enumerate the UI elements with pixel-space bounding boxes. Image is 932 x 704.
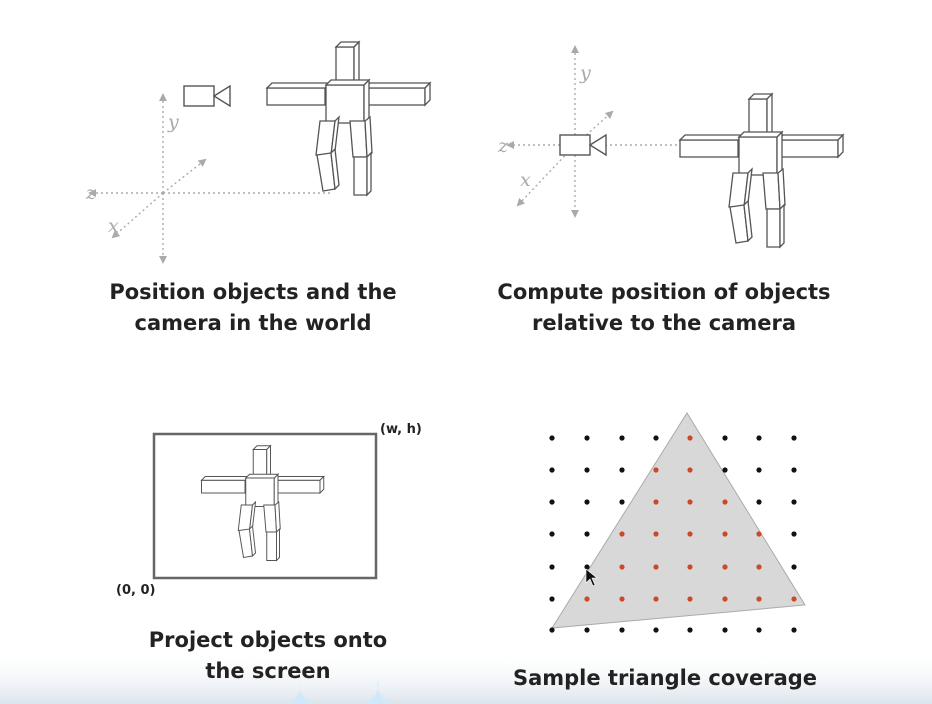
sample-point bbox=[549, 499, 555, 505]
sample-grid bbox=[549, 435, 797, 633]
screen-bottom-left-label: (0, 0) bbox=[116, 583, 156, 598]
coverage-triangle bbox=[551, 412, 806, 629]
world-caption-line1: Position objects and the bbox=[109, 280, 397, 304]
camera-robot-figure bbox=[679, 93, 844, 248]
sample-caption: Sample triangle coverage bbox=[495, 663, 835, 694]
camera-x-axis-label: x bbox=[520, 169, 531, 191]
sample-point-covered bbox=[653, 499, 659, 505]
camera-y-axis-label: y bbox=[579, 62, 591, 84]
project-caption-line2: the screen bbox=[205, 659, 331, 683]
sample-point bbox=[549, 531, 555, 537]
sample-point bbox=[549, 596, 555, 602]
camera-axes bbox=[506, 45, 685, 218]
sample-point-covered bbox=[722, 531, 728, 537]
sample-point-covered bbox=[791, 596, 797, 602]
sample-point bbox=[687, 627, 693, 633]
screen-top-right-label: (w, h) bbox=[380, 422, 422, 437]
sample-point bbox=[619, 499, 625, 505]
sample-point bbox=[584, 564, 590, 570]
sample-point-covered bbox=[584, 596, 590, 602]
sample-point-covered bbox=[756, 596, 762, 602]
world-axes bbox=[88, 93, 330, 264]
sample-point-covered bbox=[687, 499, 693, 505]
sample-point bbox=[653, 627, 659, 633]
sample-point bbox=[791, 435, 797, 441]
sample-point bbox=[619, 627, 625, 633]
sample-point-covered bbox=[619, 531, 625, 537]
camera-z-axis-label: z bbox=[497, 135, 509, 157]
sample-point bbox=[791, 564, 797, 570]
sample-point-covered bbox=[687, 564, 693, 570]
sample-point-covered bbox=[756, 531, 762, 537]
world-z-axis-label: z bbox=[85, 182, 97, 204]
world-x-axis-label: x bbox=[108, 215, 119, 237]
world-camera-icon bbox=[183, 85, 231, 107]
sample-point bbox=[722, 467, 728, 473]
sample-point-covered bbox=[756, 564, 762, 570]
sample-point bbox=[549, 435, 555, 441]
world-y-axis-label: y bbox=[167, 111, 179, 133]
sample-point bbox=[722, 435, 728, 441]
sample-point bbox=[791, 531, 797, 537]
sample-point bbox=[791, 467, 797, 473]
sample-point bbox=[653, 435, 659, 441]
camera-caption-line2: relative to the camera bbox=[531, 311, 797, 335]
sample-point bbox=[584, 467, 590, 473]
sample-point bbox=[549, 564, 555, 570]
sample-point-covered bbox=[687, 596, 693, 602]
sample-point-covered bbox=[653, 531, 659, 537]
sample-point bbox=[584, 627, 590, 633]
sample-point-covered bbox=[653, 596, 659, 602]
sample-point bbox=[549, 467, 555, 473]
sample-point-covered bbox=[619, 596, 625, 602]
sample-point bbox=[791, 499, 797, 505]
sample-point bbox=[756, 627, 762, 633]
sample-point bbox=[756, 499, 762, 505]
sample-point bbox=[619, 435, 625, 441]
mouse-cursor-icon bbox=[585, 568, 598, 587]
drop-shape-right bbox=[365, 680, 391, 704]
sample-point-covered bbox=[687, 531, 693, 537]
sample-point bbox=[619, 467, 625, 473]
sample-point-covered bbox=[722, 499, 728, 505]
drop-shape-left bbox=[289, 684, 311, 704]
sample-point-covered bbox=[653, 564, 659, 570]
camera-camera-icon bbox=[559, 134, 607, 156]
sample-point-covered bbox=[687, 435, 693, 441]
sample-point-covered bbox=[653, 467, 659, 473]
sample-point-covered bbox=[722, 564, 728, 570]
bottom-fade bbox=[0, 648, 932, 704]
world-caption: Position objects and the camera in the w… bbox=[78, 277, 428, 339]
sample-point-covered bbox=[722, 596, 728, 602]
sample-point bbox=[791, 627, 797, 633]
world-caption-line2: camera in the world bbox=[134, 311, 372, 335]
project-caption: Project objects onto the screen bbox=[118, 625, 418, 687]
sample-caption-line: Sample triangle coverage bbox=[512, 666, 818, 690]
project-caption-line1: Project objects onto bbox=[148, 628, 388, 652]
world-robot-figure bbox=[266, 41, 431, 196]
sample-point bbox=[584, 531, 590, 537]
sample-point bbox=[584, 435, 590, 441]
sample-point bbox=[584, 499, 590, 505]
camera-caption-line1: Compute position of objects bbox=[497, 280, 831, 304]
sample-point bbox=[722, 627, 728, 633]
sample-point bbox=[756, 435, 762, 441]
sample-point bbox=[756, 467, 762, 473]
camera-caption: Compute position of objects relative to … bbox=[476, 277, 852, 339]
sample-point-covered bbox=[687, 467, 693, 473]
sample-point bbox=[549, 627, 555, 633]
sample-point-covered bbox=[619, 564, 625, 570]
